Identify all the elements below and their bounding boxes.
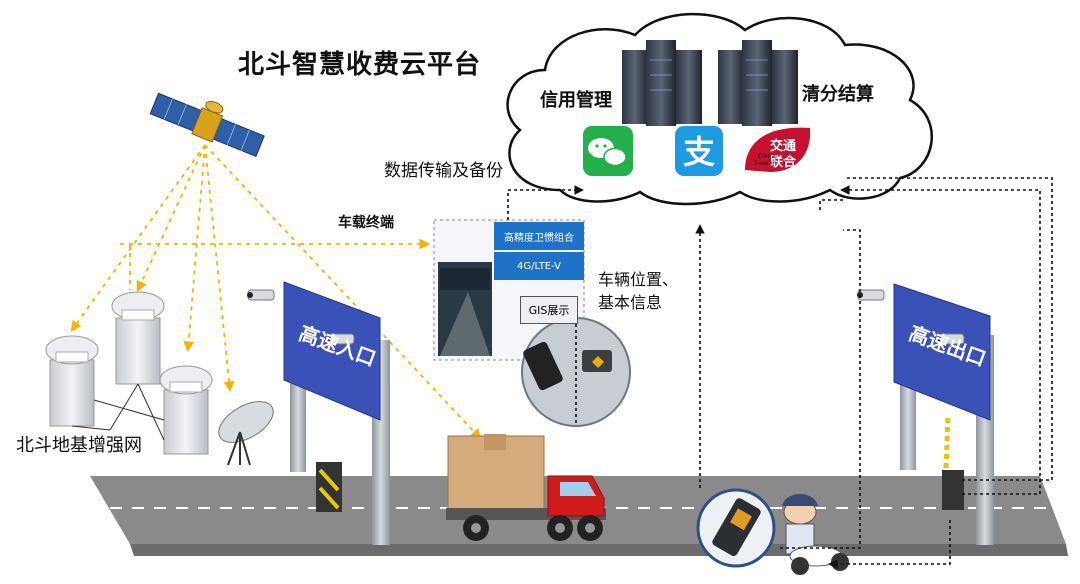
- svg-text:联合: 联合: [770, 154, 797, 170]
- svg-text:China: China: [758, 153, 775, 160]
- vehicle-terminal-label: 车载终端: [338, 215, 394, 231]
- svg-text:支: 支: [683, 133, 715, 171]
- exit-gantry: [857, 283, 994, 545]
- server-racks-icon: [622, 40, 798, 126]
- ground-station-towers: [45, 291, 213, 455]
- data-flow-arrows: [507, 177, 1053, 569]
- svg-text:T-union: T-union: [753, 160, 776, 167]
- panel-row-imu: 高精度卫惯组合: [494, 222, 584, 250]
- credit-management-label: 信用管理: [540, 90, 612, 111]
- page-title: 北斗智慧收费云平台: [238, 50, 482, 80]
- vehicle-info-label: 车辆位置、基本信息: [598, 270, 679, 312]
- transport-union-icon: 交通 联合 China T-union: [745, 127, 811, 172]
- cctv-camera-icon: [857, 289, 965, 345]
- svg-text:交通: 交通: [770, 138, 796, 154]
- wechat-pay-icon: [583, 126, 633, 176]
- satellite-signal-lines: [70, 144, 482, 440]
- data-transfer-label: 数据传输及备份: [384, 161, 503, 181]
- gbas-network-label: 北斗地基增强网: [16, 435, 142, 456]
- barrier-post-icon: [316, 462, 342, 512]
- gis-display-box: GIS展示: [520, 296, 578, 324]
- truck-icon: [446, 434, 606, 541]
- satellite-dish-icon: [218, 401, 274, 466]
- barrier-arm-icon: [942, 415, 964, 510]
- handheld-device-photo: [696, 488, 776, 568]
- cctv-camera-icon: [247, 289, 355, 345]
- panel-row-network: 4G/LTE-V: [494, 252, 584, 280]
- alipay-icon: 支: [675, 126, 723, 176]
- entrance-gantry: [247, 281, 390, 545]
- satellite-icon: [149, 92, 265, 158]
- clearing-settlement-label: 清分结算: [802, 84, 874, 105]
